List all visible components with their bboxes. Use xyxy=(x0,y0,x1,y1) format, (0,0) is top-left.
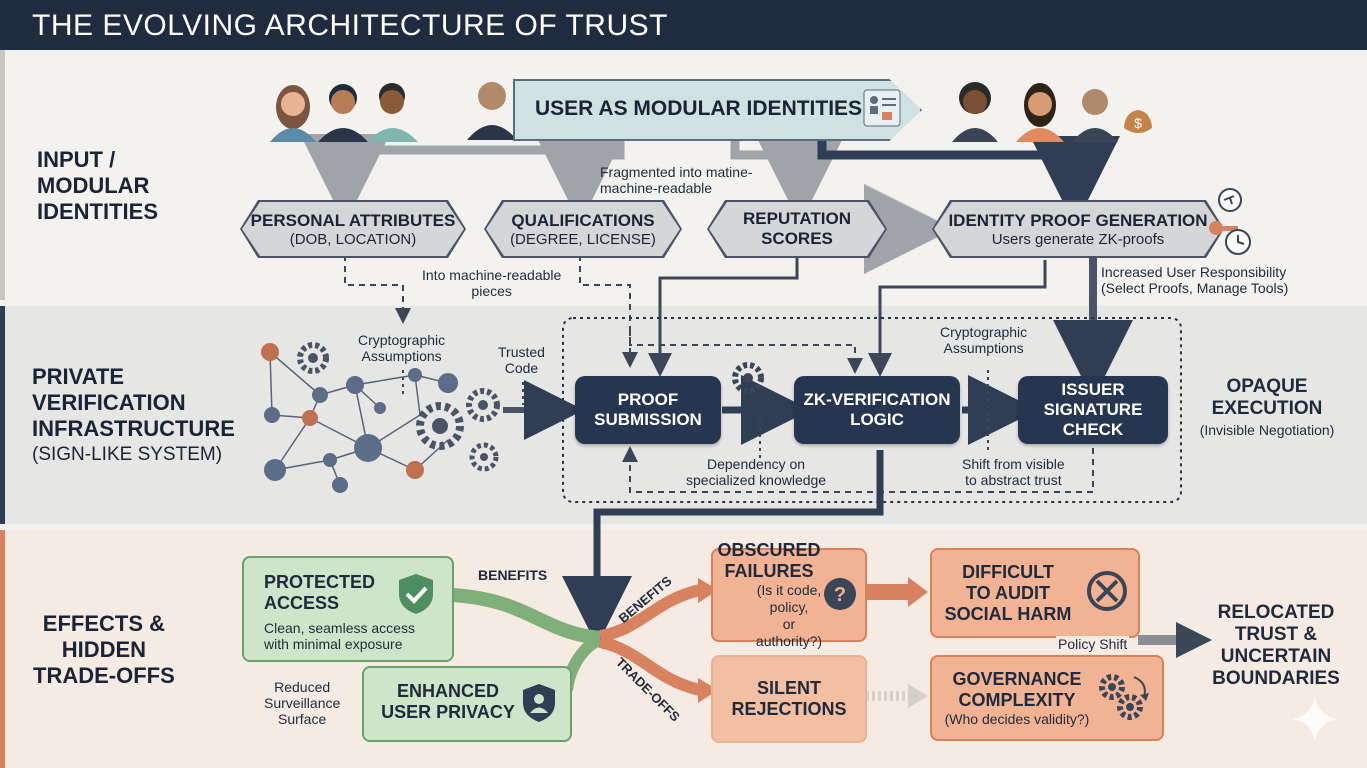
user-avatar-icon xyxy=(467,82,517,140)
responsibility-note: Increased User Responsibility(Select Pro… xyxy=(1101,264,1289,296)
personal-attributes-hex: PERSONAL ATTRIBUTES(DOB, LOCATION) xyxy=(242,202,464,256)
page-title: THE EVOLVING ARCHITECTURE OF TRUST xyxy=(32,9,668,42)
id-card-icon xyxy=(863,89,901,127)
svg-text:$: $ xyxy=(1134,115,1142,131)
sparkle-icon xyxy=(1292,696,1338,742)
policy-shift-label: Policy Shift xyxy=(1056,636,1130,652)
user-banner xyxy=(513,79,922,141)
gears-cycle-icon xyxy=(1099,674,1149,720)
people-group-left-icon xyxy=(270,83,418,142)
opaque-execution-label: OPAQUE EXECUTION (Invisible Negotiation) xyxy=(1199,376,1335,438)
user-banner-label: USER AS MODULAR IDENTITIES xyxy=(535,97,863,120)
benefits-top-label: BENEFITS xyxy=(478,567,548,583)
shield-check-icon xyxy=(399,574,433,614)
qualifications-hex: QUALIFICATIONS(DEGREE, LICENSE) xyxy=(486,202,680,256)
prohibited-icon xyxy=(1087,571,1127,611)
privacy-shield-icon xyxy=(523,684,555,722)
header-bar: THE EVOLVING ARCHITECTURE OF TRUST xyxy=(0,0,1367,50)
svg-text:?: ? xyxy=(834,584,846,606)
fragment-note: Fragmented into matine-machine-readable xyxy=(600,164,753,196)
question-mark-icon: ? xyxy=(824,578,856,610)
key-clock-icon xyxy=(1209,188,1251,255)
people-group-right-icon: $ xyxy=(952,82,1152,142)
